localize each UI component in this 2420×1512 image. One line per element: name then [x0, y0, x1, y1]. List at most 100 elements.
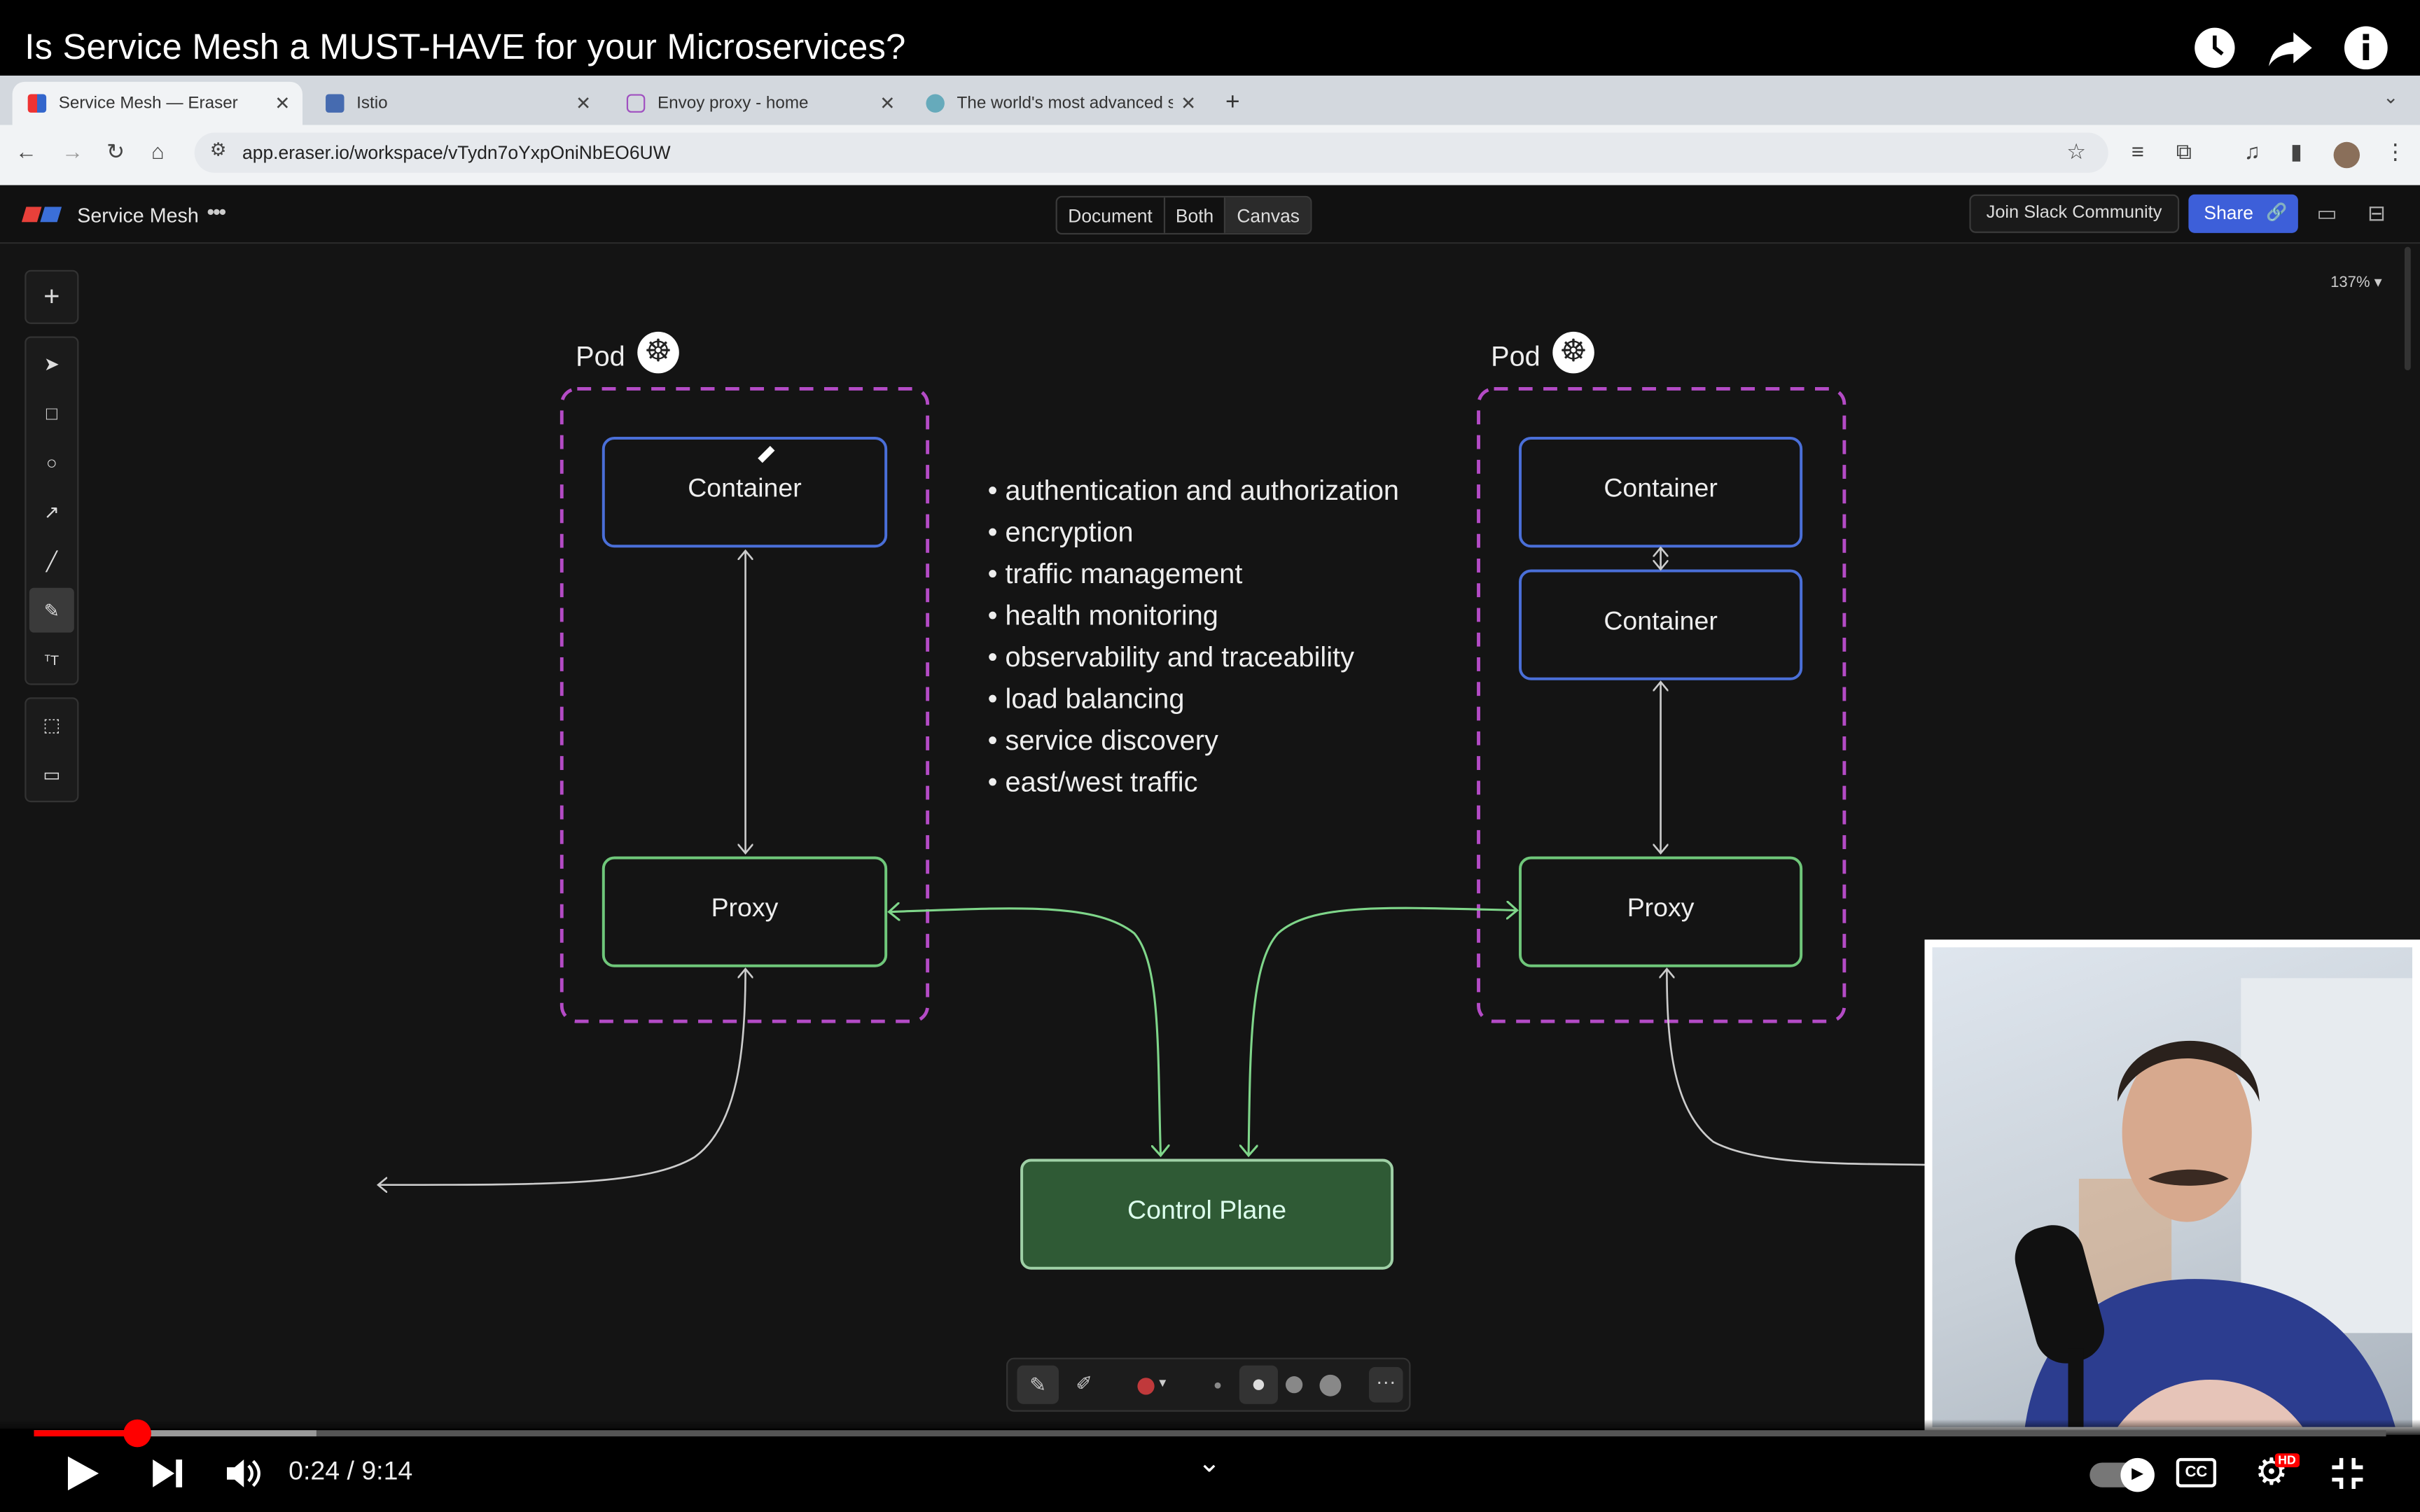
- file-name[interactable]: Service Mesh: [77, 203, 199, 227]
- stroke-size-sm-selected[interactable]: [1239, 1365, 1278, 1404]
- time-separator: /: [340, 1456, 362, 1486]
- reload-icon[interactable]: ↻: [106, 139, 125, 164]
- bookmark-star-icon[interactable]: ☆: [2066, 139, 2086, 164]
- right-proxy-box[interactable]: [1519, 856, 1803, 967]
- left-proxy-outbound-arrow[interactable]: [380, 970, 745, 1184]
- watch-later-icon[interactable]: [2190, 23, 2240, 73]
- right-proxy-label: Proxy: [1627, 893, 1695, 923]
- left-proxy-box[interactable]: [601, 856, 888, 967]
- view-canvas-button[interactable]: Canvas: [1225, 197, 1311, 233]
- pen-tool-icon[interactable]: ✎: [1017, 1365, 1059, 1404]
- share-arrow-icon[interactable]: [2266, 23, 2316, 73]
- back-icon[interactable]: ←: [15, 139, 37, 164]
- video-title-bar: Is Service Mesh a MUST-HAVE for your Mic…: [0, 0, 2420, 76]
- forward-icon[interactable]: →: [62, 139, 84, 164]
- comments-icon[interactable]: ▭: [2316, 200, 2337, 225]
- stroke-size-lg[interactable]: [1319, 1374, 1342, 1396]
- circle-icon[interactable]: ○: [46, 451, 57, 473]
- close-tab-icon[interactable]: ✕: [575, 92, 592, 115]
- media-icon[interactable]: ♫: [2244, 139, 2260, 164]
- kubernetes-helm-icon: ☸: [637, 331, 679, 374]
- autoplay-toggle[interactable]: ▶: [2089, 1457, 2155, 1492]
- select-pointer-icon[interactable]: ➤: [43, 352, 60, 374]
- home-icon[interactable]: ⌂: [151, 139, 165, 164]
- share-label: Share: [2204, 202, 2254, 224]
- tab-envoy[interactable]: Envoy proxy - home ✕: [611, 82, 908, 125]
- close-tab-icon[interactable]: ✕: [879, 92, 896, 115]
- right-container-bottom-box[interactable]: [1519, 569, 1803, 680]
- eraser-logo: [21, 206, 62, 223]
- browser-menu-icon[interactable]: ⋮: [2384, 139, 2407, 164]
- shape-toolbar: ➤ □ ○ ↗ ╱ ✎ ᵀT: [25, 336, 79, 685]
- file-menu-button[interactable]: •••: [207, 199, 226, 224]
- site-info-icon[interactable]: ⚙: [209, 139, 227, 161]
- misc-toolbar: ⬚ ▭: [25, 697, 79, 803]
- diagram-canvas[interactable]: [0, 185, 2420, 1428]
- canvas-scrollbar[interactable]: [2404, 246, 2411, 370]
- join-slack-button[interactable]: Join Slack Community: [1969, 194, 2179, 233]
- right-proxy-control-arrow[interactable]: [1249, 908, 1515, 1154]
- stroke-size-md[interactable]: [1286, 1376, 1303, 1394]
- profile-avatar[interactable]: [2333, 141, 2360, 169]
- captions-icon[interactable]: CC: [2176, 1457, 2217, 1488]
- text-icon[interactable]: ᵀT: [44, 652, 60, 668]
- tab-title: Envoy proxy - home: [657, 94, 809, 113]
- reading-list-icon[interactable]: ≡: [2131, 139, 2144, 164]
- feature-item: • encryption: [987, 517, 1134, 548]
- tab-istio[interactable]: Istio ✕: [310, 82, 604, 125]
- highlighter-icon[interactable]: ✐: [1076, 1371, 1093, 1395]
- line-icon[interactable]: ╱: [46, 550, 57, 572]
- more-options-icon[interactable]: ···: [1369, 1366, 1403, 1403]
- panel-toggle-icon[interactable]: ⊟: [2367, 200, 2386, 225]
- kubernetes-helm-icon: ☸: [1552, 331, 1594, 374]
- scrubber-handle[interactable]: [123, 1419, 152, 1448]
- view-mode-switch[interactable]: Document Both Canvas: [1055, 195, 1312, 235]
- right-proxy-inbound-arrow[interactable]: [1667, 970, 1930, 1166]
- side-panel-icon[interactable]: ▮: [2290, 139, 2302, 164]
- chevron-down-icon[interactable]: ⌄: [1197, 1447, 1221, 1478]
- eraser-favicon: [27, 94, 47, 113]
- next-video-icon[interactable]: [150, 1457, 187, 1490]
- play-icon[interactable]: [62, 1453, 102, 1493]
- browser-window: Service Mesh — Eraser ✕ Istio ✕ Envoy pr…: [0, 76, 2420, 186]
- frame-select-icon[interactable]: ⬚: [43, 713, 61, 736]
- extensions-icon[interactable]: ⧉: [2176, 139, 2192, 164]
- pod-left-label: Pod: [576, 341, 625, 372]
- hd-badge: HD: [2274, 1453, 2300, 1468]
- link-icon[interactable]: 🔗: [2266, 203, 2288, 223]
- share-button[interactable]: Share 🔗: [2188, 194, 2298, 233]
- left-proxy-control-arrow[interactable]: [891, 909, 1161, 1154]
- control-plane-box[interactable]: [1020, 1158, 1394, 1270]
- chevron-down-icon[interactable]: ▾: [1159, 1374, 1167, 1390]
- plus-icon[interactable]: +: [43, 281, 60, 312]
- buffered-bar: [34, 1430, 317, 1437]
- istio-favicon: [326, 94, 345, 113]
- comment-icon[interactable]: ▭: [43, 762, 61, 785]
- progress-track[interactable]: [34, 1430, 2386, 1437]
- exit-fullscreen-icon[interactable]: [2330, 1457, 2364, 1490]
- pen-icon[interactable]: ✎: [29, 587, 74, 633]
- feature-item: • load balancing: [987, 683, 1185, 715]
- left-container-box[interactable]: [601, 436, 888, 548]
- close-tab-icon[interactable]: ✕: [1180, 92, 1197, 115]
- arrow-icon[interactable]: ↗: [43, 500, 60, 523]
- view-both-button[interactable]: Both: [1164, 197, 1226, 233]
- stroke-size-xs[interactable]: [1214, 1382, 1221, 1389]
- video-title: Is Service Mesh a MUST-HAVE for your Mic…: [25, 26, 906, 66]
- color-swatch[interactable]: [1137, 1378, 1155, 1395]
- tab-search-icon[interactable]: ⌄: [2383, 86, 2399, 108]
- address-bar[interactable]: ⚙ app.eraser.io/workspace/vTydn7oYxpOniN…: [194, 132, 2108, 173]
- close-tab-icon[interactable]: ✕: [274, 92, 291, 115]
- rectangle-icon[interactable]: □: [46, 402, 57, 424]
- tab-service-mesh[interactable]: Service Mesh — Eraser ✕: [12, 81, 303, 125]
- feature-item: • traffic management: [987, 558, 1243, 589]
- tab-world-most-advanced[interactable]: The world's most advanced s ✕: [910, 82, 1208, 125]
- new-tab-button[interactable]: +: [1225, 89, 1240, 116]
- info-icon[interactable]: [2342, 23, 2391, 73]
- right-container-top-box[interactable]: [1519, 436, 1803, 548]
- feature-item: • observability and traceability: [987, 641, 1354, 673]
- volume-icon[interactable]: [224, 1457, 264, 1490]
- zoom-level[interactable]: 137% ▾: [2330, 274, 2382, 292]
- view-document-button[interactable]: Document: [1057, 197, 1165, 233]
